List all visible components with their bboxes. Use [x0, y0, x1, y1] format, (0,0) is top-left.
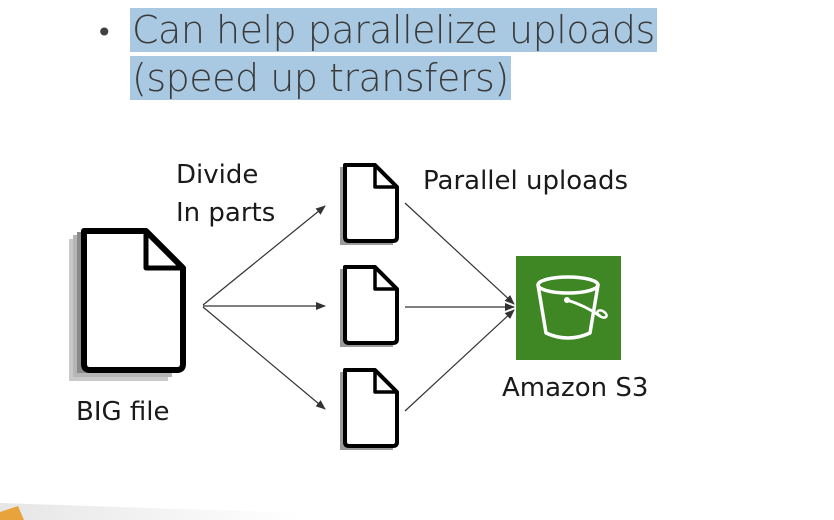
big-file-document-icon	[69, 228, 186, 381]
divide-label-line2: In parts	[176, 198, 276, 228]
parallel-uploads-label: Parallel uploads	[423, 166, 629, 196]
part-document-icon-1	[340, 163, 399, 245]
amazon-s3-label: Amazon S3	[502, 373, 649, 403]
footer-decoration	[0, 503, 300, 520]
part-document-icon-3	[340, 368, 399, 450]
part-document-icon-2	[340, 265, 399, 347]
divide-label-line1: Divide	[176, 160, 259, 190]
bullet-dot: •	[96, 16, 113, 49]
divide-arrows	[202, 205, 326, 410]
s3-bucket-icon	[516, 256, 621, 360]
upload-arrow-top	[404, 202, 515, 305]
divide-arrow-top	[202, 205, 326, 306]
bullet-text: Can help parallelize uploads (speed up t…	[130, 6, 770, 102]
big-file-label: BIG file	[76, 397, 170, 427]
parallel-upload-arrows	[404, 202, 515, 412]
divide-arrow-bottom	[202, 306, 326, 410]
upload-arrow-bottom	[404, 309, 515, 412]
